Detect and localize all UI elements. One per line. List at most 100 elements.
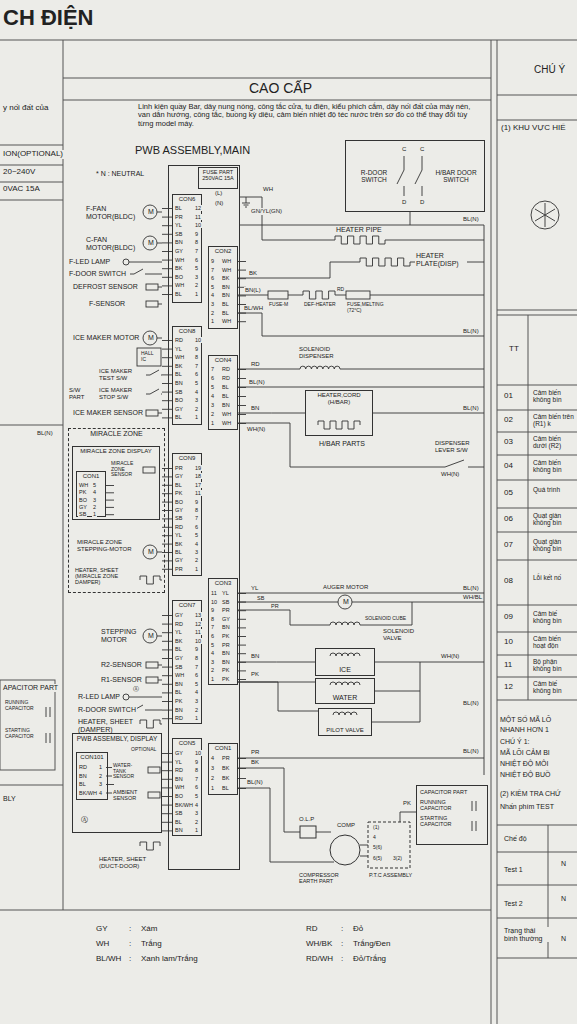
pin-wire bbox=[162, 762, 172, 763]
label-text: BK bbox=[174, 541, 183, 547]
label-text: 9 bbox=[194, 646, 199, 652]
pin-wire bbox=[106, 492, 114, 493]
label-text: 11 bbox=[210, 590, 218, 596]
label-text: 2 bbox=[210, 667, 215, 673]
node-text: CON3 bbox=[215, 580, 232, 587]
sensor-symbol bbox=[143, 467, 155, 473]
label-text: Nhấn phím TEST bbox=[499, 803, 555, 811]
label-text: Test 1 bbox=[503, 866, 524, 874]
node-text: CON101 bbox=[80, 754, 103, 761]
label-text: BN bbox=[221, 650, 231, 656]
label-text: 1 bbox=[194, 715, 199, 721]
label-text: 5 bbox=[210, 642, 215, 648]
label-text: 6 bbox=[210, 375, 215, 381]
label-text: BL bbox=[174, 371, 183, 377]
label-text: PK bbox=[174, 698, 183, 704]
label-text: SB bbox=[174, 389, 183, 395]
label-text: SB bbox=[221, 599, 230, 605]
label-text: F-FAN MOTOR(BLDC) bbox=[85, 205, 142, 220]
label-text: GY bbox=[174, 557, 184, 563]
label-text: HEATER, SHEET (MIRACLE ZONE DAMPER) bbox=[74, 567, 138, 585]
label-text: 01 bbox=[503, 392, 514, 401]
label-text: : bbox=[340, 925, 344, 934]
label-text: BL/WH bbox=[95, 955, 122, 964]
wires bbox=[397, 156, 422, 196]
pin-wire bbox=[162, 710, 172, 711]
label-text: SOLENOID DISPENSER bbox=[298, 346, 360, 359]
wire bbox=[157, 243, 162, 244]
pin-wire bbox=[106, 507, 114, 508]
label-text: BL bbox=[221, 310, 230, 316]
label-text: 08 bbox=[503, 577, 514, 586]
label-text: BL(N) bbox=[462, 328, 480, 335]
label-text: 1 bbox=[210, 318, 215, 324]
label-text: 4 bbox=[210, 292, 215, 298]
node-text: PILOT VALVE bbox=[326, 727, 363, 734]
label-text: 05 bbox=[503, 489, 514, 498]
label-text: 1 bbox=[210, 420, 215, 426]
label-text: ICE MAKER MOTOR bbox=[72, 334, 140, 342]
label-text: 8 bbox=[194, 507, 199, 513]
label-text: N bbox=[560, 860, 567, 868]
label-text: 18 bbox=[194, 473, 202, 479]
label-text: Quá trình bbox=[532, 486, 576, 493]
label-text: GY bbox=[174, 473, 184, 479]
sensor-symbol bbox=[148, 792, 160, 798]
label-text: BL bbox=[221, 393, 230, 399]
label-text: 13 bbox=[194, 612, 202, 618]
label-text: 6 bbox=[194, 784, 199, 790]
label-text: 9 bbox=[210, 607, 215, 613]
label-text: WH bbox=[174, 354, 185, 360]
label-text: CHÚ Ý bbox=[533, 64, 566, 75]
label-text: 7 bbox=[210, 267, 215, 273]
label-text: OPTIONAL bbox=[130, 747, 157, 753]
frame-lines bbox=[0, 40, 577, 1024]
component-box: WATER bbox=[315, 678, 375, 704]
node-text: H/BAR DOOR SWITCH bbox=[434, 169, 478, 183]
heater-symbol bbox=[318, 421, 360, 429]
label-text: 3 bbox=[210, 301, 215, 307]
node-text: ICE bbox=[339, 666, 351, 674]
label-text: 6 bbox=[194, 524, 199, 530]
label-text: 4 bbox=[210, 755, 215, 761]
label-text: 0VAC 15A bbox=[2, 185, 41, 194]
label-text: BL bbox=[174, 291, 183, 297]
label-text: BN bbox=[174, 380, 184, 386]
label-text: 1 bbox=[98, 764, 103, 770]
pin-wire bbox=[162, 476, 172, 477]
compressor-symbol bbox=[368, 822, 410, 868]
label-text: WH(N) bbox=[440, 471, 460, 478]
label-text: C-FAN MOTOR(BLDC) bbox=[85, 236, 142, 251]
pin-wire bbox=[162, 692, 172, 693]
label-text: BK bbox=[250, 759, 260, 766]
pin-wire bbox=[162, 285, 172, 286]
label-text: 4 bbox=[98, 790, 103, 796]
node-text: CON1 bbox=[83, 473, 100, 480]
label-text: CAO CẤP bbox=[248, 81, 313, 96]
label-text: HEATER, SHEET (DAMPER) bbox=[77, 718, 139, 733]
wire-connector bbox=[238, 413, 305, 414]
wires bbox=[238, 413, 484, 467]
label-text: * N : NEUTRAL bbox=[95, 170, 145, 178]
label-text: S/W PART bbox=[68, 387, 96, 400]
label-text: Ⓐ bbox=[80, 816, 89, 824]
pin-wire bbox=[162, 242, 172, 243]
label-text: WH bbox=[221, 318, 232, 324]
wires bbox=[238, 313, 484, 387]
switch-symbol bbox=[146, 370, 162, 375]
label-text: 7 bbox=[194, 776, 199, 782]
label-text: PR bbox=[221, 607, 231, 613]
label-text: WH/BL bbox=[462, 594, 483, 601]
label-text: WATER-TANK SENSOR bbox=[112, 763, 146, 780]
pin-wire bbox=[162, 268, 172, 269]
node-text: WATER bbox=[333, 694, 358, 702]
label-text: 5 bbox=[194, 793, 199, 799]
label-text: C bbox=[419, 146, 425, 153]
wires bbox=[372, 662, 484, 722]
pin-wire bbox=[162, 796, 172, 797]
label-text: 5 bbox=[194, 532, 199, 538]
label-text: 7 bbox=[194, 363, 199, 369]
label-text: Quạt giàn không bìn bbox=[532, 512, 576, 526]
label-text: BN bbox=[174, 239, 184, 245]
pin-wire bbox=[162, 383, 172, 384]
